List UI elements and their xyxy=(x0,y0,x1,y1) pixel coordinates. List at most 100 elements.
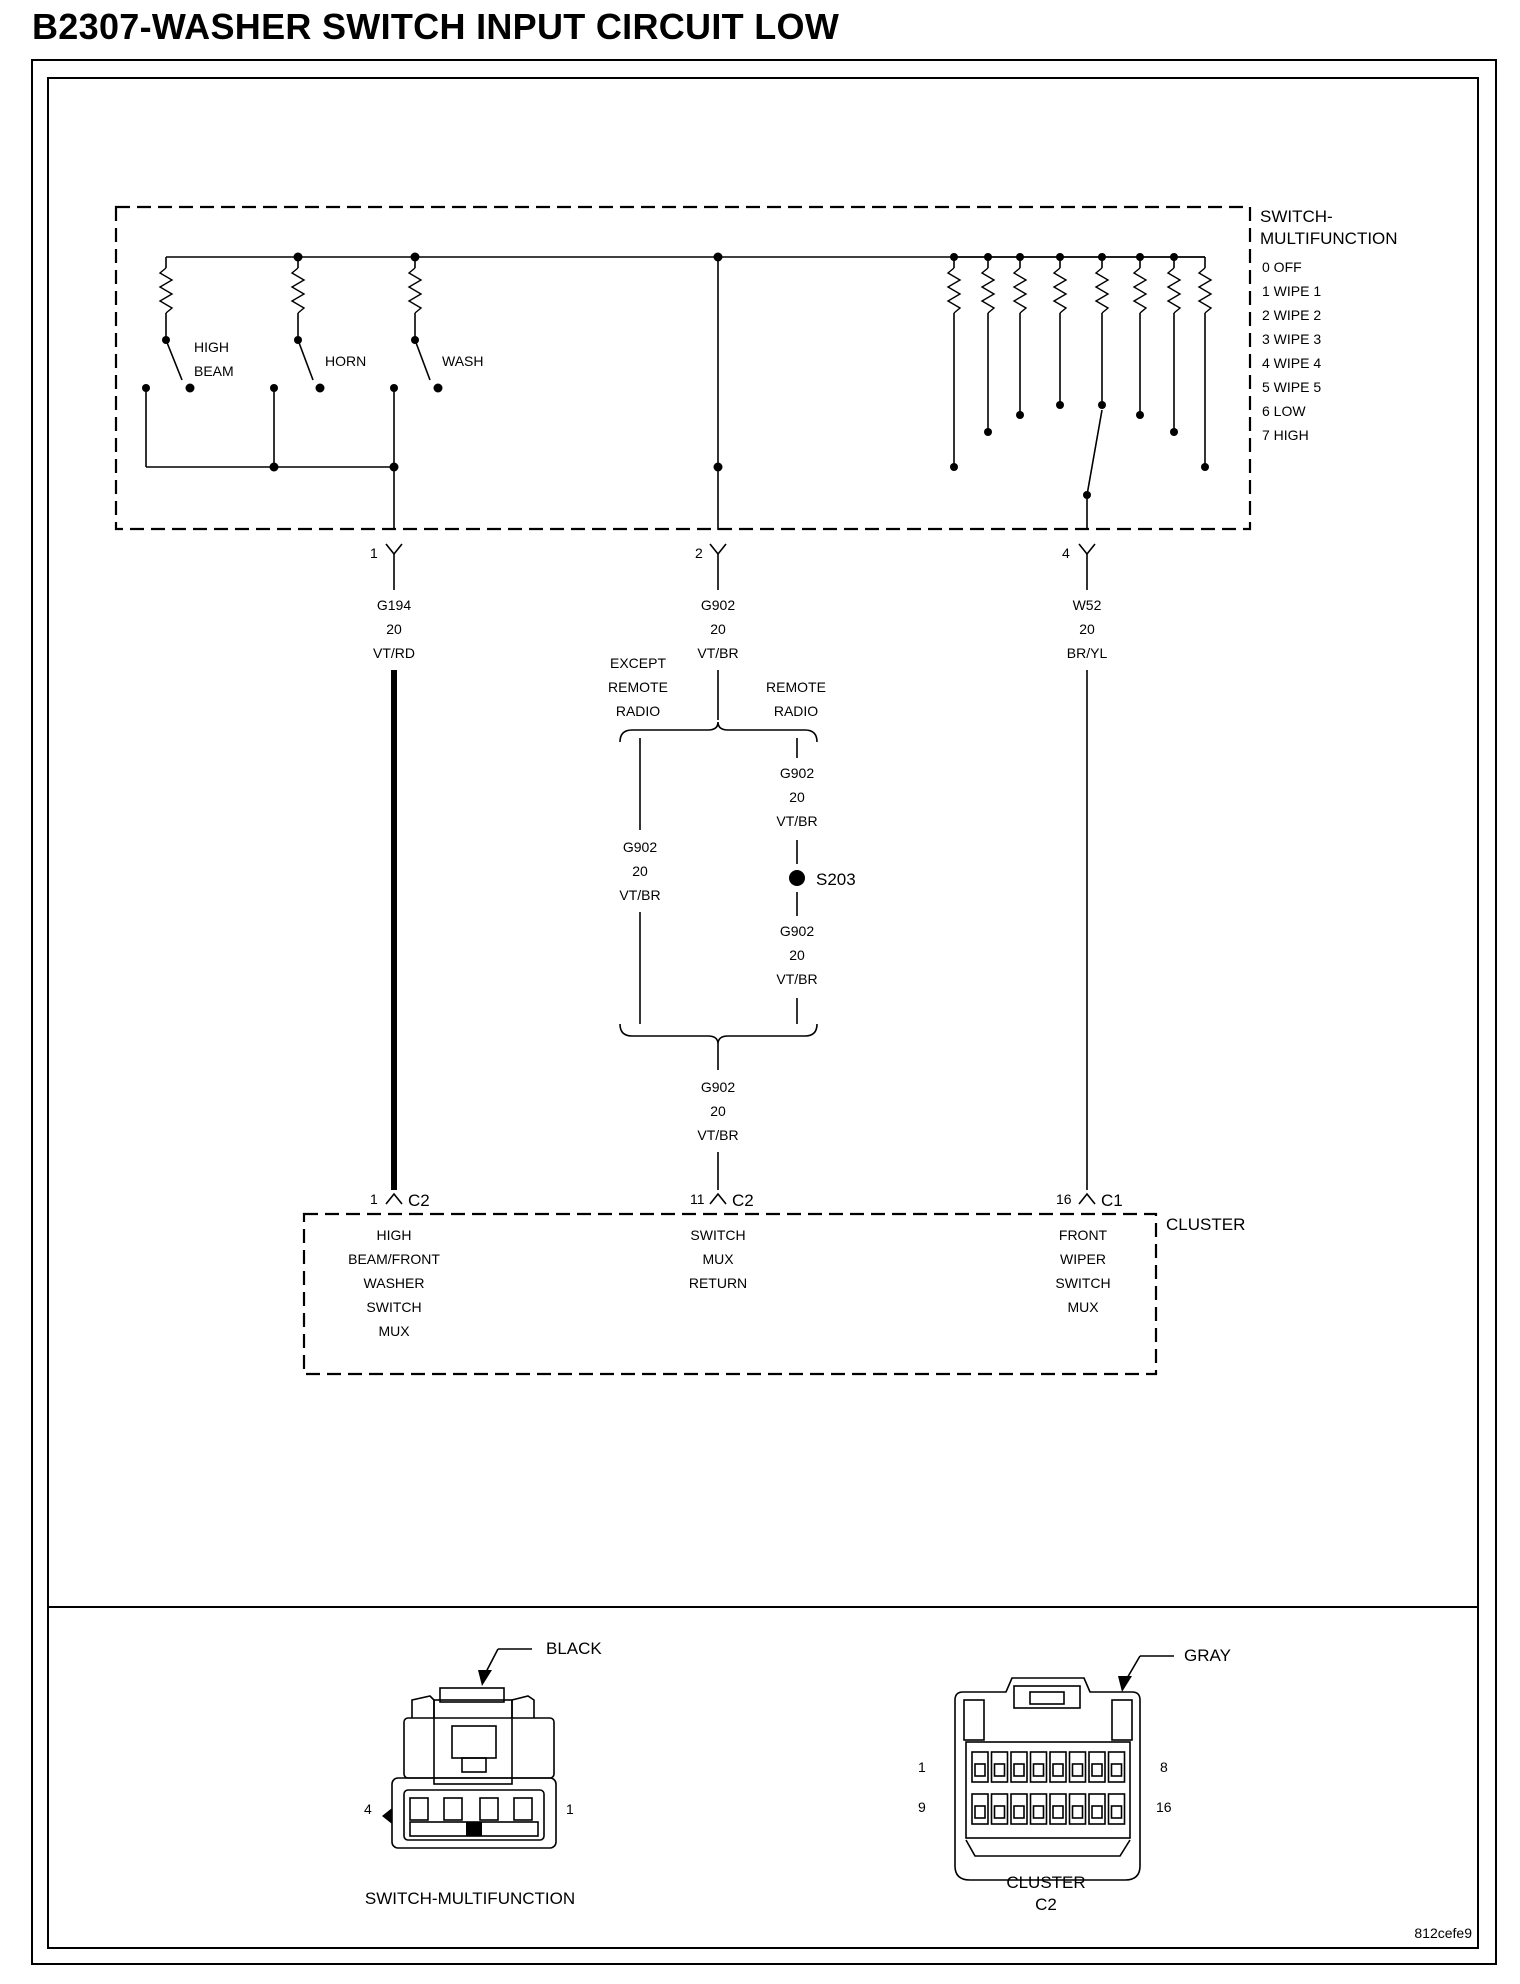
pin16-desc-4: MUX xyxy=(1067,1299,1099,1315)
wire-w52: W52 20 BR/YL xyxy=(1067,554,1108,1190)
wire-g194-gauge: 20 xyxy=(386,621,402,637)
except-remote-2: REMOTE xyxy=(608,679,668,695)
black-label: BLACK xyxy=(546,1639,602,1658)
wire-g902-color: VT/BR xyxy=(697,645,738,661)
cluster-pin-1-desc: HIGH BEAM/FRONT WASHER SWITCH MUX xyxy=(348,1227,440,1339)
cavity xyxy=(1088,1793,1106,1825)
cavity-terminal xyxy=(1071,1763,1084,1777)
wire-g902: G902 20 VT/BR EXCEPT REMOTE RADIO REMOTE… xyxy=(608,554,856,1190)
cluster-pin-11-conn: C2 xyxy=(732,1191,754,1210)
remote-radio-2: RADIO xyxy=(774,703,818,719)
wire-w52-color: BR/YL xyxy=(1067,645,1108,661)
cavity-terminal xyxy=(1110,1805,1123,1819)
remote-radio-1: REMOTE xyxy=(766,679,826,695)
wire-g194-code: G194 xyxy=(377,597,411,613)
cluster-pin-11: 11 xyxy=(690,1191,705,1207)
cavity xyxy=(990,1793,1009,1825)
pin1-desc-2: BEAM/FRONT xyxy=(348,1251,440,1267)
splice-s203-label: S203 xyxy=(816,870,856,889)
conn-right-pin-16: 16 xyxy=(1156,1799,1172,1815)
wire-g902-gauge: 20 xyxy=(710,621,726,637)
pin16-desc-1: FRONT xyxy=(1059,1227,1108,1243)
cluster-pin-16-conn: C1 xyxy=(1101,1191,1123,1210)
cluster-pin-16-connector: 16 C1 xyxy=(1056,1191,1123,1210)
conn-left-pin-1: 1 xyxy=(566,1801,574,1817)
left-switch-returns xyxy=(142,384,399,530)
cavity-terminal xyxy=(1052,1805,1064,1819)
pin16-desc-2: WIPER xyxy=(1060,1251,1106,1267)
wire-w52-code: W52 xyxy=(1073,597,1102,613)
cluster-name: CLUSTER xyxy=(1166,1215,1245,1234)
high-beam-switch: HIGH BEAM xyxy=(158,257,234,393)
switch-pin-1: 1 xyxy=(370,545,378,561)
cavity-terminal xyxy=(1052,1763,1064,1777)
wire-g194-color: VT/RD xyxy=(373,645,415,661)
position-3: 3 WIPE 3 xyxy=(1262,331,1321,347)
pin1-desc-5: MUX xyxy=(378,1323,410,1339)
cavity xyxy=(1029,1751,1048,1783)
branch-right-bottom-color: VT/BR xyxy=(776,971,817,987)
branch-left-gauge: 20 xyxy=(632,863,648,879)
wiper-resistor-ladder xyxy=(946,253,1213,530)
switch-pin-2: 2 xyxy=(695,545,703,561)
pin11-desc-1: SWITCH xyxy=(690,1227,745,1243)
cluster-pin-11-desc: SWITCH MUX RETURN xyxy=(689,1227,747,1291)
branch-left-color: VT/BR xyxy=(619,887,660,903)
conn-right-pin-1: 1 xyxy=(918,1759,926,1775)
except-remote-3: RADIO xyxy=(616,703,660,719)
position-6: 6 LOW xyxy=(1262,403,1306,419)
branch-right-bottom-code: G902 xyxy=(780,923,814,939)
except-remote-1: EXCEPT xyxy=(610,655,666,671)
cavity xyxy=(1010,1793,1028,1825)
cavity-terminal xyxy=(974,1763,986,1777)
cavity-terminal xyxy=(1071,1805,1084,1819)
cavity xyxy=(990,1751,1009,1783)
merged-gauge: 20 xyxy=(710,1103,726,1119)
pin11-desc-3: RETURN xyxy=(689,1275,747,1291)
position-1: 1 WIPE 1 xyxy=(1262,283,1321,299)
cavity xyxy=(971,1751,989,1783)
merged-color: VT/BR xyxy=(697,1127,738,1143)
cavity xyxy=(1010,1751,1028,1783)
wire-g194: G194 20 VT/RD xyxy=(373,554,415,1190)
merged-code: G902 xyxy=(701,1079,735,1095)
switch-pin-4: 4 xyxy=(1062,545,1070,561)
switch-mf-name-1: SWITCH- xyxy=(1260,207,1333,226)
cluster-pin-16: 16 xyxy=(1056,1191,1072,1207)
inner-frame xyxy=(47,77,1479,1949)
cavity xyxy=(1107,1793,1126,1825)
wash-switch: WASH xyxy=(407,252,483,393)
cavity xyxy=(1088,1751,1106,1783)
horn-switch: HORN xyxy=(290,252,366,393)
switch-position-list: 0 OFF 1 WIPE 1 2 WIPE 2 3 WIPE 3 4 WIPE … xyxy=(1262,259,1321,443)
high-beam-label-2: BEAM xyxy=(194,363,234,379)
cavity-terminal xyxy=(1032,1763,1045,1777)
cavity-terminal xyxy=(993,1805,1006,1819)
cavity-terminal xyxy=(1091,1763,1103,1777)
cavity-terminal xyxy=(1091,1805,1103,1819)
cavity-terminal xyxy=(1032,1805,1045,1819)
position-2: 2 WIPE 2 xyxy=(1262,307,1321,323)
cluster-cavity-grid xyxy=(971,1751,1126,1825)
switch-pin-1-connector: 1 xyxy=(370,543,403,561)
wire-g902-code: G902 xyxy=(701,597,735,613)
cluster-pin-1-conn: C2 xyxy=(408,1191,430,1210)
switch-pin-2-connector: 2 xyxy=(695,543,727,561)
conn-right-pin-9: 9 xyxy=(918,1799,926,1815)
cluster-pin-1-connector: 1 C2 xyxy=(370,1191,430,1210)
position-0: 0 OFF xyxy=(1262,259,1302,275)
gray-label: GRAY xyxy=(1184,1646,1231,1665)
pin1-desc-3: WASHER xyxy=(364,1275,425,1291)
position-5: 5 WIPE 5 xyxy=(1262,379,1321,395)
cluster-pin-16-desc: FRONT WIPER SWITCH MUX xyxy=(1055,1227,1110,1315)
switch-mf-name-2: MULTIFUNCTION xyxy=(1260,229,1398,248)
pin11-desc-2: MUX xyxy=(702,1251,734,1267)
branch-left-code: G902 xyxy=(623,839,657,855)
cavity-terminal xyxy=(1013,1763,1025,1777)
switch-multifunction-box xyxy=(114,205,1252,531)
figure-id: 812cefe9 xyxy=(1414,1925,1472,1941)
conn-right-pin-8: 8 xyxy=(1160,1759,1168,1775)
switch-mf-connector-name: SWITCH-MULTIFUNCTION xyxy=(365,1889,575,1908)
branch-right-bottom-gauge: 20 xyxy=(789,947,805,963)
